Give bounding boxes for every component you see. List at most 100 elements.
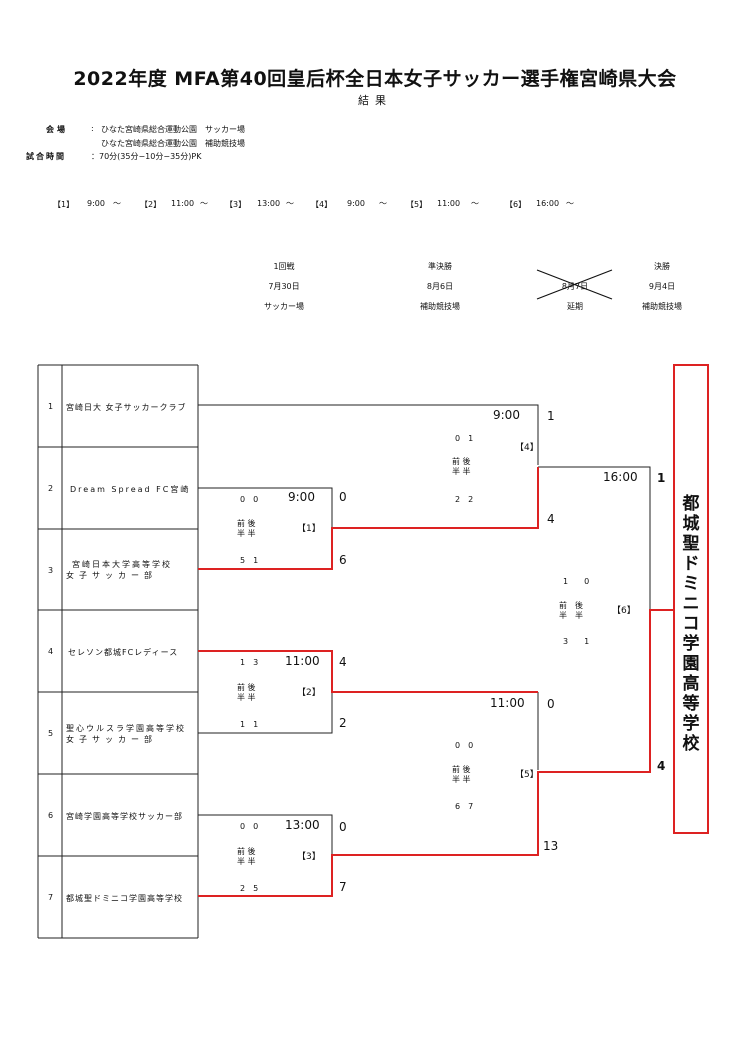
team-name-1: 宮崎日大 女子サッカークラブ [66,403,187,412]
champion-box: 都城聖ドミニコ学園高等学校 [673,364,709,834]
schedule-1-time: 9:00 [87,199,105,208]
team-seed-3: 3 [48,566,54,575]
round-4-date: 9月4日 [648,282,676,291]
team-name-3: 宮崎日本大学高等学校 [72,560,172,569]
schedule-2-num: 【2】 [140,200,162,209]
team-name-5b: 女子サッカー部 [66,735,157,744]
team-name-2: Dream Spread FC宮崎 [70,485,191,494]
m1-half-label-b: 半 半 [237,529,256,538]
m3-time: 13:00 [285,818,320,832]
schedule-2-time: 11:00 [171,199,195,208]
m6-half1: 1 0 [563,577,590,586]
bracket-red [198,467,673,897]
m4-time: 9:00 [493,408,520,422]
m5-half-label-a: 前 後 [452,765,471,774]
m3-half-label-a: 前 後 [237,847,256,856]
schedule-4-num: 【4】 [311,200,333,209]
team-name-5: 聖心ウルスラ学園高等学校 [66,724,186,733]
round-1-date: 7月30日 [268,282,300,291]
m2-half-label-a: 前 後 [237,683,256,692]
schedule-1-tilde: ～ [113,199,121,208]
time-label: 試合時間 [26,152,66,161]
m3-label: 【3】 [297,852,321,862]
m6-half-label-a: 前 後 [559,601,583,610]
m5-half2: 6 7 [455,802,474,811]
m1-bottom-score: 6 [339,553,347,567]
m1-half2: 5 1 [240,556,259,565]
m4-half-label-b: 半 半 [452,467,471,476]
m2-bottom-score: 2 [339,716,347,730]
schedule-5-time: 11:00 [437,199,461,208]
round-4-venue: 補助競技場 [642,302,682,311]
round-4-name: 決勝 [654,262,670,271]
schedule-3-tilde: ～ [286,199,294,208]
m5-bottom-score: 13 [543,839,559,853]
schedule-5-num: 【5】 [406,200,428,209]
m4-half2: 2 2 [455,495,474,504]
m5-half1: 0 0 [455,741,474,750]
venue-2: ひなた宮崎県総合運動公園 補助競技場 [101,139,245,148]
champion-name: 都城聖ドミニコ学園高等学校 [682,494,700,754]
m4-label: 【4】 [515,443,539,453]
venue-1: ひなた宮崎県総合運動公園 サッカー場 [101,125,245,134]
m1-label: 【1】 [297,524,321,534]
m2-half1: 1 3 [240,658,259,667]
m3-half-label-b: 半 半 [237,857,256,866]
team-name-4: セレソン都城FCレディース [68,648,179,657]
m3-half1: 0 0 [240,822,259,831]
schedule-4-time: 9:00 [347,199,365,208]
m6-half-label-b: 半 半 [559,611,583,620]
m1-half1: 0 0 [240,495,259,504]
schedule-1-num: 【1】 [53,200,75,209]
m4-bottom-score: 4 [547,512,555,526]
team-seed-1: 1 [48,402,54,411]
m2-half2: 1 1 [240,720,259,729]
m2-time: 11:00 [285,654,320,668]
venue-colon: : [91,124,94,133]
m2-half-label-b: 半 半 [237,693,256,702]
m6-half2: 3 1 [563,637,590,646]
m4-top-score: 1 [547,409,555,423]
bracket-black [198,404,651,855]
m6-label: 【6】 [612,606,636,616]
m5-label: 【5】 [515,770,539,780]
m3-half2: 2 5 [240,884,259,893]
team-name-7: 都城聖ドミニコ学園高等学校 [66,894,183,903]
schedule-6-tilde: ～ [566,199,574,208]
round-2-name: 準決勝 [428,262,452,271]
team-seed-6: 6 [48,811,54,820]
m4-half1: 0 1 [455,434,474,443]
schedule-3-time: 13:00 [257,199,281,208]
schedule-5-tilde: ～ [471,199,479,208]
schedule-2-tilde: ～ [200,199,208,208]
m1-half-label-a: 前 後 [237,519,256,528]
m4-half-label-a: 前 後 [452,457,471,466]
m6-top-score: 1 [657,471,666,485]
schedule-6-time: 16:00 [536,199,560,208]
team-name-3b: 女子サッカー部 [66,571,157,580]
m3-bottom-score: 7 [339,880,347,894]
team-seed-5: 5 [48,729,54,738]
m1-time: 9:00 [288,490,315,504]
m5-top-score: 0 [547,697,555,711]
m1-top-score: 0 [339,490,347,504]
m3-top-score: 0 [339,820,347,834]
m5-half-label-b: 半 半 [452,775,471,784]
m6-bottom-score: 4 [657,759,666,773]
team-seed-2: 2 [48,484,54,493]
time-value: ：70分(35分−10分−35分)PK [91,152,202,161]
team-seed-7: 7 [48,893,54,902]
round-3-venue: 延期 [567,302,583,311]
round-2-venue: 補助競技場 [420,302,460,311]
page-subtitle: 結果 [358,94,392,107]
m2-top-score: 4 [339,655,347,669]
page-title: 2022年度 MFA第40回皇后杯全日本女子サッカー選手権宮崎県大会 [73,68,677,90]
schedule-6-num: 【6】 [505,200,527,209]
team-seed-4: 4 [48,647,54,656]
schedule-4-tilde: ～ [379,199,387,208]
m5-time: 11:00 [490,696,525,710]
schedule-3-num: 【3】 [225,200,247,209]
round-2-date: 8月6日 [426,282,454,291]
round-1-venue: サッカー場 [264,302,304,311]
round-1-name: 1回戦 [273,262,295,271]
